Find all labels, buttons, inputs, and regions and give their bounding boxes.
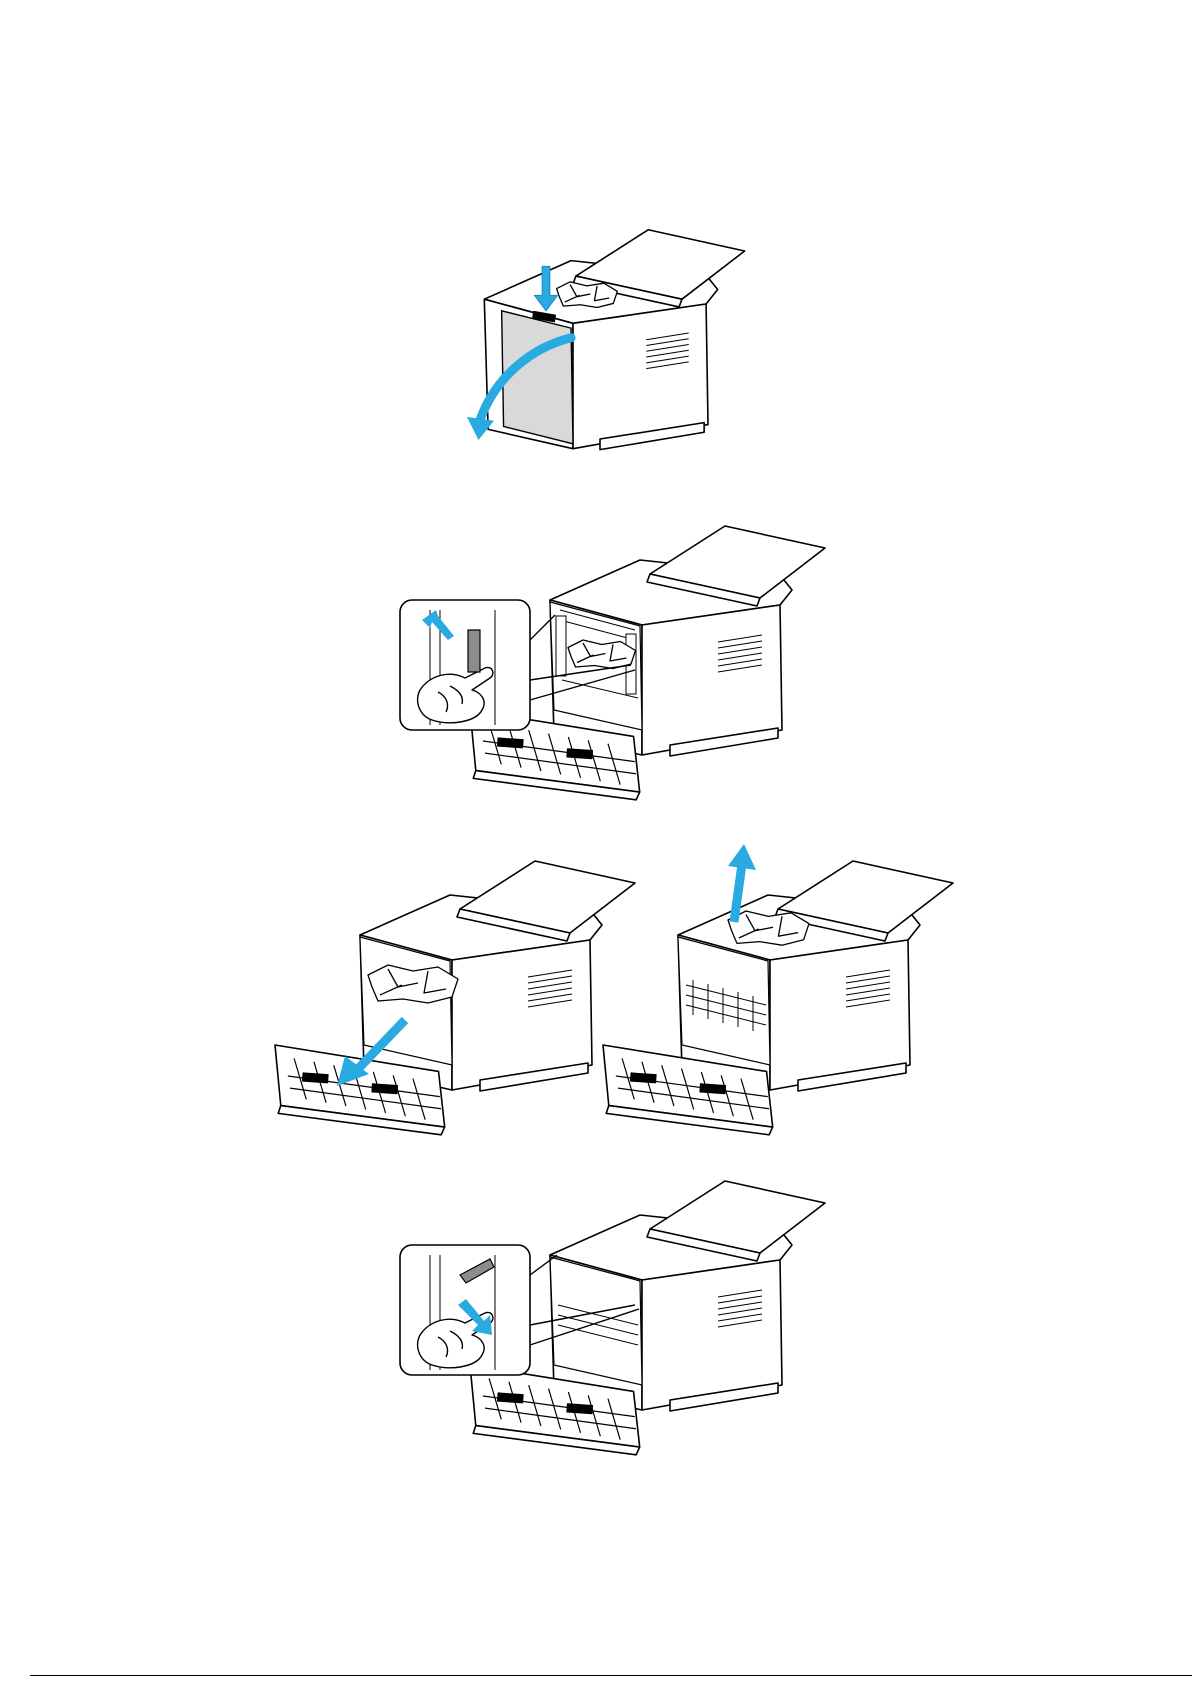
jammed-paper-icon [568, 640, 636, 669]
inset-callout-icon [400, 600, 530, 730]
figure-step-2 [395, 530, 800, 800]
figure-step-3a [265, 860, 595, 1130]
figure-step-1 [465, 230, 735, 460]
rear-panel [502, 311, 573, 444]
inset-callout-icon [400, 1245, 530, 1375]
jammed-paper-icon [728, 911, 809, 945]
jammed-paper-icon [557, 282, 618, 308]
footer-rule [30, 1675, 1192, 1676]
figure-step-4 [395, 1185, 800, 1460]
jammed-paper-icon [368, 965, 458, 1003]
figure-step-3b [598, 840, 928, 1130]
